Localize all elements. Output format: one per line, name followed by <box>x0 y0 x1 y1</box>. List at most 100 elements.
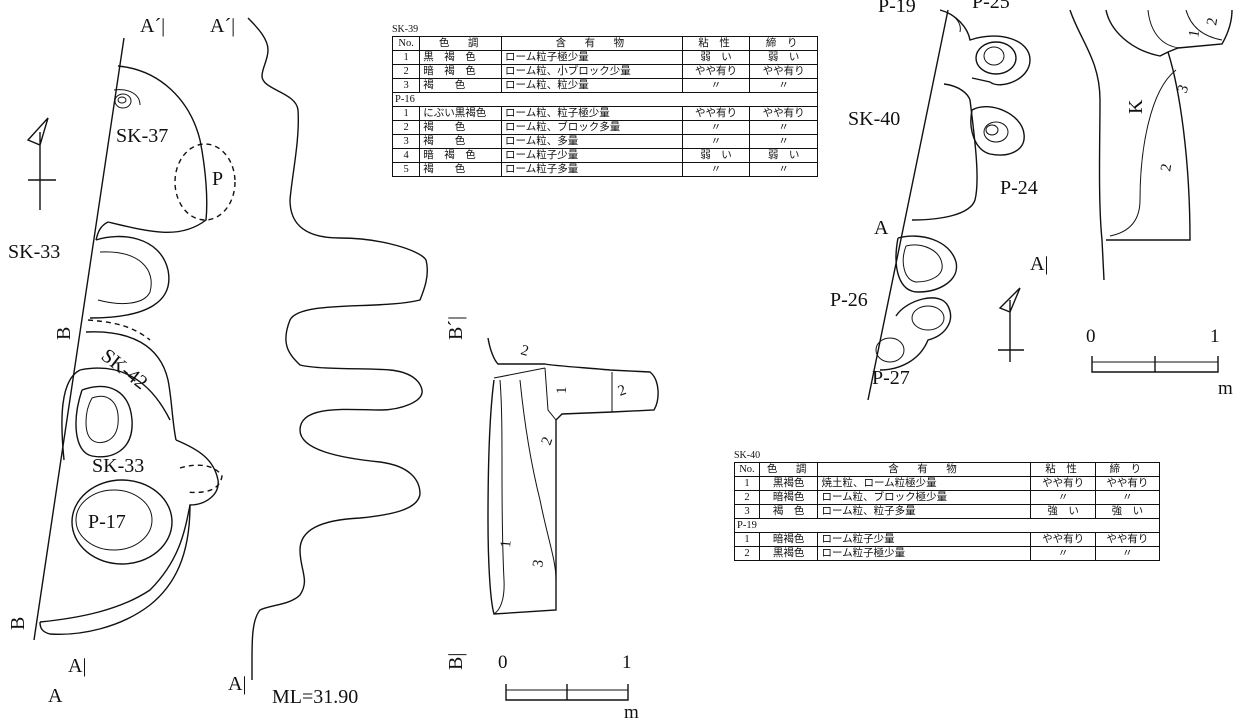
cell: 〃 <box>749 120 818 135</box>
a-section-line <box>247 17 429 661</box>
label-ml: ML=31.90 <box>272 686 358 708</box>
sk37-inner <box>113 89 141 106</box>
cell: 強 い <box>1030 504 1096 519</box>
cell: 褐 色 <box>419 120 503 135</box>
layer-num-b-2c: 2 <box>539 435 557 448</box>
sk42-lower <box>79 367 171 421</box>
cell: ローム粒、多量 <box>501 134 683 149</box>
table-subtitle: P-19 <box>734 518 1160 533</box>
b-dashed-boundary <box>87 319 151 341</box>
table-sk40-title: SK-40 <box>734 450 761 461</box>
inner-pit-inner <box>85 395 119 444</box>
label-sk37: SK-37 <box>116 125 168 147</box>
table-sk39: No. 色 調 含 有 物 粘 性 締 り 1 黒 褐 色 ローム粒子極少量 弱… <box>391 36 818 177</box>
cell: 〃 <box>749 78 818 93</box>
col-contents: 含 有 物 <box>501 36 683 51</box>
label-p: P <box>212 168 223 190</box>
cell: 3 <box>391 78 421 93</box>
p25-pit <box>975 41 1017 75</box>
cell: 2 <box>734 490 760 505</box>
cell: ローム粒、ブロック極少量 <box>817 490 1032 505</box>
cell: ローム粒子極少量 <box>501 50 683 65</box>
cell: 5 <box>391 162 421 177</box>
cell: 弱 い <box>749 50 818 65</box>
table-sk39-title: SK-39 <box>392 24 419 35</box>
label-a-bottom-1: A| <box>68 655 86 677</box>
cell: 暗 褐 色 <box>419 148 503 163</box>
cell: 焼土粒、ローム粒極少量 <box>817 476 1032 491</box>
cell: 1 <box>391 106 421 121</box>
table-sk39-wrap: SK-39 No. 色 調 含 有 物 粘 性 締 り 1 黒 褐 色 ローム粒… <box>391 24 818 177</box>
cell: 1 <box>734 532 760 547</box>
col-compaction: 締 り <box>1094 462 1161 477</box>
p-dashed-pit <box>174 143 236 221</box>
cell: 〃 <box>681 78 751 93</box>
b-section-top-cap <box>493 367 613 421</box>
right-top-pit-inner <box>945 11 961 33</box>
cell: 〃 <box>1030 546 1096 561</box>
cell: やや有り <box>749 64 818 79</box>
cell: ローム粒子極少量 <box>817 546 1032 561</box>
sk40-outline <box>911 83 978 221</box>
north-arrow-right <box>998 287 1024 362</box>
table-subtitle: P-16 <box>392 92 818 107</box>
cell: 暗褐色 <box>758 532 819 547</box>
sk37-small-pit <box>114 93 132 109</box>
sk42-outline <box>85 331 177 441</box>
sk33-lower-edge <box>39 504 191 635</box>
label-a-bottom-2: A <box>48 685 63 707</box>
sk33-upper-outline <box>89 221 170 319</box>
col-no: No. <box>734 462 760 477</box>
layer-num-k-2b: 2 <box>1158 163 1175 173</box>
cell: 2 <box>391 120 421 135</box>
right-baseline <box>867 9 949 401</box>
scale-bar-bottom <box>505 684 629 701</box>
scale-bottom-zero: 0 <box>498 652 508 673</box>
layer-num-k-1: 1 <box>1186 29 1203 39</box>
layer-num-b-2a: 2 <box>519 342 530 359</box>
label-p25-top: P-25 <box>972 0 1010 13</box>
sk37-small-pit-core <box>117 96 127 104</box>
right-plan <box>867 9 1031 401</box>
label-sk40: SK-40 <box>848 108 900 130</box>
cell: やや有り <box>1094 476 1161 491</box>
cell: ローム粒、小ブロック少量 <box>501 64 683 79</box>
table-sk40: No. 色 調 含 有 物 粘 性 締 り 1 黒褐色 焼土粒、ローム粒極少量 … <box>734 462 1161 561</box>
cell: 2 <box>391 64 421 79</box>
small-dashed-pit <box>179 464 223 494</box>
scale-right-one: 1 <box>1210 326 1220 347</box>
cell: 褐 色 <box>419 78 503 93</box>
table-row: 2 褐 色 ローム粒、ブロック多量 〃 〃 <box>391 120 818 135</box>
table-row: 2 暗 褐 色 ローム粒、小ブロック少量 やや有り やや有り <box>391 64 818 79</box>
north-arrow-left <box>26 117 56 210</box>
cell: 褐 色 <box>758 504 819 519</box>
label-p26: P-26 <box>830 289 868 311</box>
cell: 4 <box>391 148 421 163</box>
cell: 黒褐色 <box>758 546 819 561</box>
k-section-outline <box>1105 9 1233 241</box>
b-section-layer-2 <box>519 379 557 581</box>
cell: やや有り <box>681 106 751 121</box>
layer-num-b-2b: 2 <box>616 382 629 400</box>
cell: ローム粒子少量 <box>817 532 1032 547</box>
label-sk33-a: SK-33 <box>8 241 60 263</box>
p26-outline <box>895 235 958 293</box>
label-p17: P-17 <box>88 511 126 533</box>
layer-num-b-3: 3 <box>530 559 547 569</box>
col-viscosity: 粘 性 <box>1030 462 1096 477</box>
cell: 〃 <box>681 134 751 149</box>
k-section-left <box>1069 9 1105 281</box>
table-subheader-row: P-16 <box>392 92 818 107</box>
b-section <box>487 337 659 615</box>
cell: やや有り <box>1030 532 1096 547</box>
sk33-upper-inner <box>97 251 152 305</box>
table-header-row: No. 色 調 含 有 物 粘 性 締 り <box>391 36 818 51</box>
label-a-prime-1: A´| <box>140 15 165 37</box>
k-section <box>1069 9 1233 281</box>
cell: ローム粒、粒子極少量 <box>501 106 683 121</box>
cell: やや有り <box>749 106 818 121</box>
cell: ローム粒子少量 <box>501 148 683 163</box>
scale-bottom-one: 1 <box>622 652 632 673</box>
scale-right-unit: m <box>1218 378 1233 399</box>
col-compaction: 締 り <box>749 36 818 51</box>
